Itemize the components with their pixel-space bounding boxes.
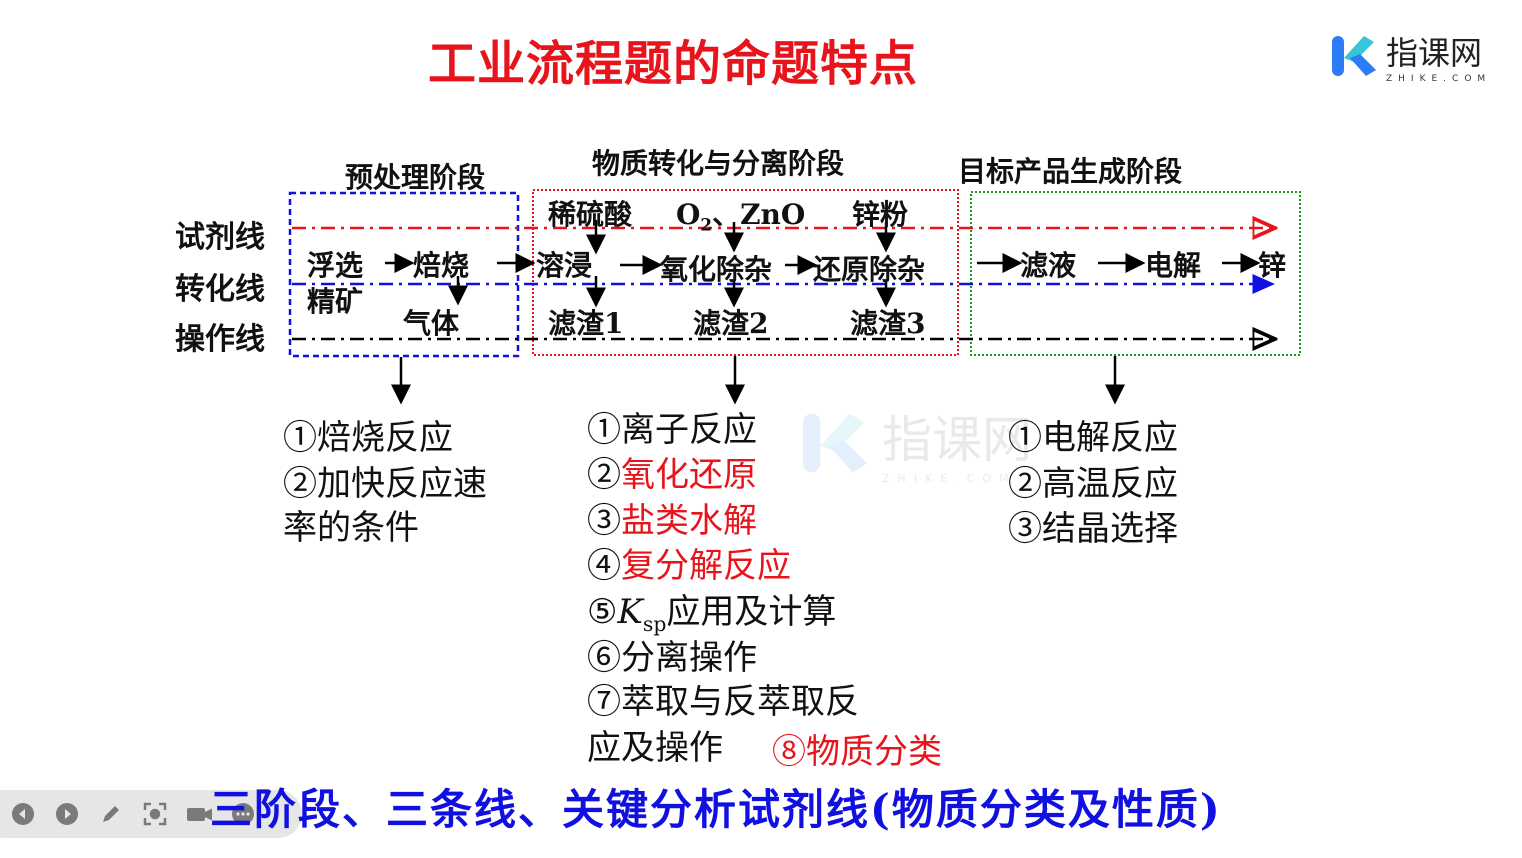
stage-title-product: 目标产品生成阶段 — [958, 155, 1183, 188]
right-item-2: ②高温反应 — [1008, 464, 1178, 504]
watermark: 指课网 ZHIKE.COM — [800, 400, 1032, 485]
stage-title-conversion: 物质转化与分离阶段 — [592, 147, 845, 180]
product-box — [970, 191, 1301, 356]
logo-subtext: ZHIKE.COM — [1386, 74, 1492, 84]
player-control-bar — [0, 790, 302, 838]
node-filtrate: 滤液 — [1020, 249, 1077, 282]
node-gas: 气体 — [403, 307, 460, 340]
mid-item-2: ②氧化还原 — [587, 455, 757, 495]
node-reduction: 还原除杂 — [813, 253, 926, 286]
right-item-3: ③结晶选择 — [1008, 509, 1178, 549]
next-icon[interactable] — [54, 801, 80, 827]
node-leaching: 溶浸 — [536, 249, 593, 282]
residue-1: 滤渣1 — [548, 307, 624, 340]
logo-text: 指课网 — [1386, 34, 1483, 72]
mid-item-7: ⑦萃取与反萃取反 — [587, 682, 859, 722]
stage-title-pretreatment: 预处理阶段 — [345, 161, 486, 194]
pen-icon[interactable] — [98, 801, 124, 827]
left-item-2: ②加快反应速 — [283, 464, 487, 504]
watermark-text: 指课网 — [882, 411, 1032, 469]
reagent-zinc-powder: 锌粉 — [852, 198, 909, 231]
reagent-sulfuric-acid: 稀硫酸 — [548, 198, 633, 231]
mid-item-3: ③盐类水解 — [587, 501, 757, 541]
summary-text: 三阶段、三条线、关键分析试剂线(物质分类及性质) — [210, 785, 1222, 834]
left-item-1: ①焙烧反应 — [283, 418, 453, 458]
reagent-o2-zno: O2、ZnO — [676, 198, 806, 235]
mid-item-5: ⑤Ksp应用及计算 — [587, 592, 837, 636]
left-item-3: 率的条件 — [283, 508, 419, 548]
row-label-conversion: 转化线 — [175, 272, 265, 307]
mid-item-4: ④复分解反应 — [587, 546, 791, 586]
logo: 指课网 ZHIKE.COM — [1330, 28, 1491, 84]
slide-title: 工业流程题的命题特点 — [428, 36, 919, 92]
node-zinc: 锌 — [1258, 249, 1287, 282]
previous-icon[interactable] — [10, 801, 36, 827]
watermark-subtext: ZHIKE.COM — [882, 472, 1017, 485]
screenshot-icon[interactable] — [142, 801, 168, 827]
more-icon[interactable] — [230, 801, 256, 827]
mid-item-7-cont: 应及操作 — [587, 728, 723, 768]
residue-2: 滤渣2 — [693, 307, 769, 340]
watermark-icon — [802, 413, 868, 472]
node-electrolysis: 电解 — [1145, 249, 1202, 282]
residue-3: 滤渣3 — [850, 307, 926, 340]
node-roasting: 焙烧 — [413, 249, 470, 282]
pretreatment-box — [288, 191, 520, 358]
camera-icon[interactable] — [186, 801, 212, 827]
mid-item-6: ⑥分离操作 — [587, 638, 757, 678]
row-label-reagent: 试剂线 — [175, 220, 265, 255]
mid-item-8: ⑧物质分类 — [772, 732, 942, 772]
node-oxidation: 氧化除杂 — [660, 253, 773, 286]
node-concentrate: 精矿 — [307, 285, 364, 318]
mid-item-1: ①离子反应 — [587, 410, 757, 450]
node-flotation: 浮选 — [307, 249, 364, 282]
logo-icon — [1332, 36, 1376, 76]
right-item-1: ①电解反应 — [1008, 418, 1178, 458]
row-label-operation: 操作线 — [175, 322, 265, 357]
